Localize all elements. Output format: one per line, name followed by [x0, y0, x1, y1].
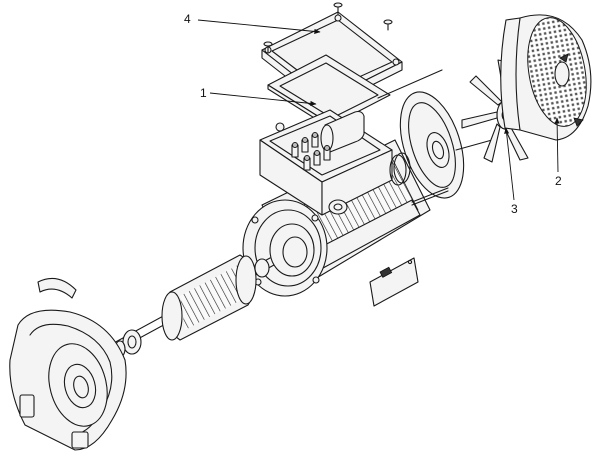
callout-2: 2: [555, 174, 562, 188]
fan-cover: [500, 14, 592, 141]
tie-rods: [377, 69, 493, 206]
motor-frame: [242, 109, 431, 297]
rear-endshield: [399, 91, 465, 199]
wave-spring: [389, 152, 411, 186]
leader-lines: [197, 19, 560, 201]
rotor-shaft: [109, 254, 275, 358]
shaft-key: [37, 277, 77, 299]
callout-4: 4: [184, 12, 191, 26]
front-endshield: [9, 309, 127, 451]
callout-1: 1: [200, 86, 207, 100]
callout-3: 3: [511, 202, 518, 216]
nameplate: [369, 257, 419, 307]
